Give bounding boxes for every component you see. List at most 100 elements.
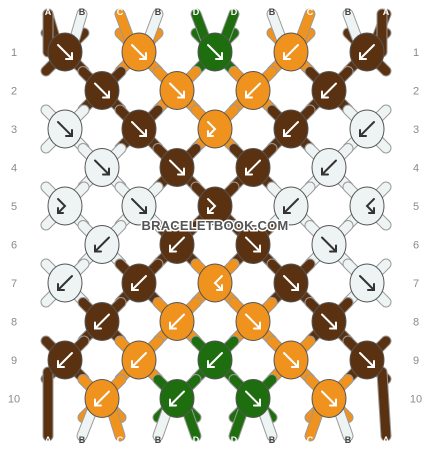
row-number-right: 6 [413,240,419,252]
knot[interactable] [235,148,271,187]
thread-bottom-B [258,406,277,441]
knot[interactable] [349,186,385,226]
knot-arrow-icon [213,275,223,291]
row-number-right: 4 [413,163,419,175]
strand-label-bottom: A [45,435,52,445]
knot[interactable] [84,302,120,341]
knot[interactable] [349,32,385,72]
row-number-left: 1 [11,47,17,59]
thread-bottom-C [305,406,324,441]
knot-arrow-icon [169,390,185,407]
row-number-left: 3 [11,124,17,136]
strand-label-bottom: B [269,435,276,445]
knot[interactable] [159,225,195,264]
knot-arrow-icon [169,82,185,99]
knot-arrow-icon [359,44,375,60]
knot-arrow-icon [283,198,299,214]
knot[interactable] [349,340,385,380]
knot[interactable] [273,340,309,380]
watermark: BRACELETBOOK.COM [142,218,289,233]
thread-top-C [115,9,134,43]
thread-top-C [296,9,315,43]
knot[interactable] [159,302,195,341]
strand-label-top: D [231,7,238,17]
strand-label-bottom: C [307,435,314,445]
knot-arrow-icon [169,313,185,330]
knot[interactable] [197,263,233,303]
knot[interactable] [311,225,347,264]
knot[interactable] [273,109,309,149]
knot[interactable] [197,186,233,226]
thread-top-B [267,9,286,43]
thread-bottom-B [334,406,353,441]
knot[interactable] [311,148,347,187]
knot-arrow-icon [365,198,375,214]
knot[interactable] [47,263,83,303]
knot[interactable] [197,340,233,380]
knot[interactable] [197,109,233,149]
thread-top-D [191,9,210,43]
knot[interactable] [121,109,157,149]
knot[interactable] [121,186,157,226]
knot-arrow-icon [131,275,147,291]
knot[interactable] [273,263,309,303]
knot[interactable] [197,32,233,72]
knot-arrow-icon [321,390,337,407]
knot[interactable] [84,225,120,264]
knot[interactable] [349,109,385,149]
row-number-left: 8 [11,317,17,329]
knot[interactable] [159,379,195,418]
knot-arrow-icon [245,390,261,407]
knot-arrow-icon [321,313,337,330]
knot[interactable] [311,302,347,341]
knot[interactable] [273,32,309,72]
knot-arrow-icon [207,198,217,214]
thread-top-B [70,9,87,43]
knot[interactable] [311,379,347,418]
knot-arrow-icon [57,275,73,291]
knot[interactable] [84,148,120,187]
knot[interactable] [47,32,83,72]
row-number-left: 2 [11,86,17,98]
knot[interactable] [311,71,347,110]
row-number-right: 7 [413,278,419,290]
row-number-right: 8 [413,317,419,329]
knot-arrow-icon [207,121,217,137]
knot[interactable] [235,225,271,264]
knot[interactable] [159,148,195,187]
row-number-left: 5 [11,201,17,213]
thread-top-B [144,9,163,43]
knot[interactable] [159,71,195,110]
row-number-right: 2 [413,86,419,98]
knot-arrow-icon [57,198,67,214]
knot[interactable] [121,263,157,303]
knot[interactable] [121,32,157,72]
row-number-left: 6 [11,240,17,252]
knot[interactable] [235,379,271,418]
knot[interactable] [84,71,120,110]
knot[interactable] [84,379,120,418]
knot[interactable] [47,340,83,380]
knot-arrow-icon [359,352,375,368]
knot-arrow-icon [245,82,261,99]
row-number-right: 10 [410,394,422,406]
knot[interactable] [273,186,309,226]
strand-label-top: D [193,7,200,17]
strand-label-top: C [117,7,124,17]
knot[interactable] [121,340,157,380]
knot[interactable] [47,186,83,226]
knot-arrow-icon [94,236,110,253]
knot-arrow-icon [94,159,110,176]
knot-arrow-icon [207,44,223,60]
thread-bottom-C [107,406,125,441]
knot[interactable] [235,71,271,110]
strand-label-bottom: B [345,435,352,445]
knot[interactable] [349,263,385,303]
strand-label-top: B [345,7,352,17]
knot[interactable] [235,302,271,341]
thread-bottom-B [77,406,97,441]
knot[interactable] [47,109,83,149]
strand-label-top: B [155,7,162,17]
